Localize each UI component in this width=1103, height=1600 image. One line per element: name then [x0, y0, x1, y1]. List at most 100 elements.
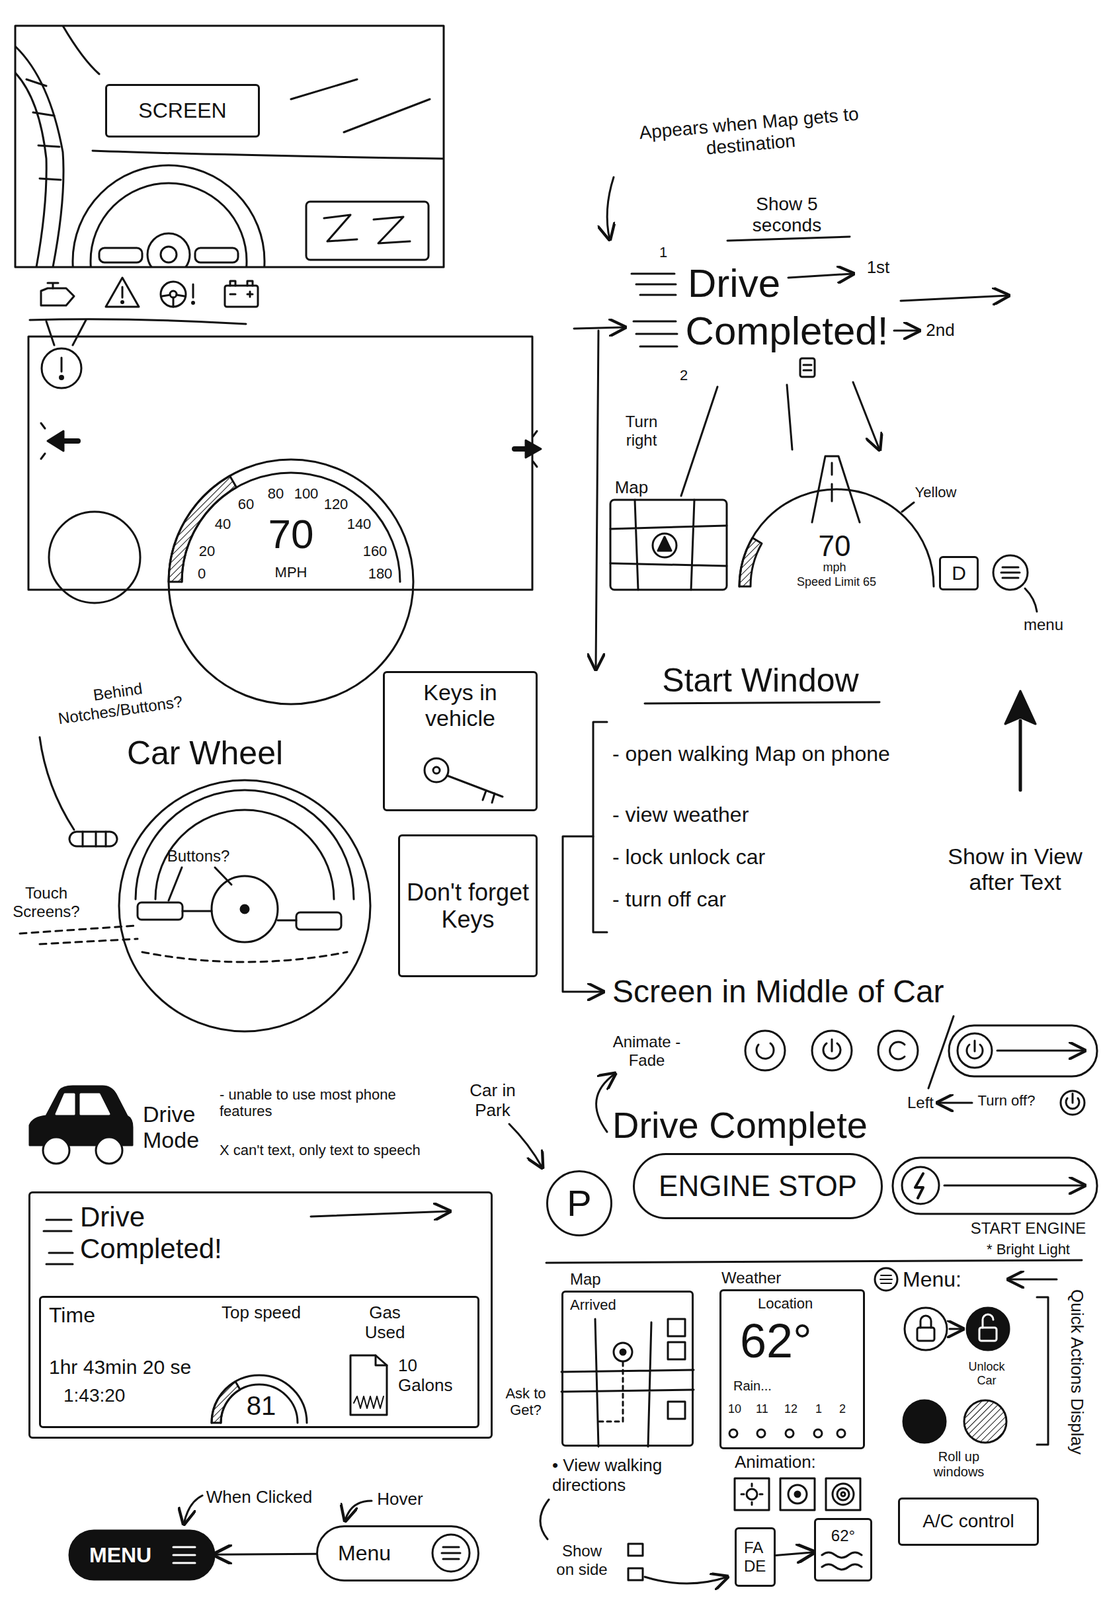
center-screen-sketch	[874, 1268, 898, 1291]
gauge-number: 160	[363, 542, 388, 560]
steering-wheel-sketch	[182, 911, 297, 921]
annotation-text: Drive Complete	[612, 1104, 868, 1147]
node-text: Top speed	[218, 1303, 305, 1324]
center-screen-sketch	[667, 1319, 686, 1337]
start-window-sketch	[1005, 691, 1036, 725]
instrument-cluster	[41, 348, 82, 389]
start-window-sketch	[878, 1030, 918, 1071]
car-interior-sketch	[15, 25, 444, 358]
drive-complete-flow-sketch	[831, 462, 834, 502]
center-screen-sketch	[814, 1429, 822, 1438]
start-window-sketch	[644, 702, 880, 704]
annotation-text: Animate - Fade	[607, 1032, 687, 1070]
steering-wheel-sketch	[240, 905, 249, 914]
warning-icons	[192, 302, 195, 305]
center-screen-sketch	[966, 1307, 1010, 1351]
car-interior-sketch	[90, 183, 247, 268]
node-text: Weather	[721, 1268, 781, 1288]
center-screen-sketch	[917, 1327, 935, 1342]
map-card: MapArrived	[561, 1290, 694, 1447]
center-screen-sketch	[620, 1349, 626, 1355]
drive-complete-flow-sketch	[631, 273, 676, 295]
annotation-text: 1st	[866, 257, 891, 278]
gauge-number: 180	[368, 565, 393, 582]
drive-complete-flow-sketch	[610, 499, 727, 590]
steering-wheel-sketch	[447, 775, 503, 803]
node-text: Don't forget Keys	[404, 878, 532, 934]
center-screen-sketch	[794, 1491, 801, 1498]
node-text: 1:43:20	[63, 1385, 125, 1407]
menu-button: Menu	[316, 1525, 480, 1582]
node-text: 12	[784, 1402, 798, 1417]
center-screen-sketch	[1036, 1297, 1049, 1445]
annotation-text: Hover	[376, 1489, 423, 1510]
car-interior-sketch	[92, 150, 444, 159]
annotation-text: Show on side	[552, 1542, 612, 1579]
steering-wheel-sketch	[137, 902, 183, 920]
start-window-sketch	[509, 1124, 543, 1168]
drive-mode-sketch	[95, 1137, 123, 1164]
node-text: Location	[757, 1295, 813, 1312]
steering-wheel-sketch	[135, 790, 354, 900]
screen-box: SCREEN	[105, 83, 260, 138]
drive-mode-sketch	[211, 1375, 307, 1424]
drive-complete-flow-sketch	[652, 533, 677, 558]
drive-complete-flow-sketch	[1024, 588, 1037, 612]
drive-complete-flow-sketch	[573, 327, 625, 329]
annotation-text: Map	[614, 478, 649, 498]
center-screen-sketch	[598, 1362, 623, 1422]
warning-icons	[29, 277, 258, 346]
drive-complete-flow-sketch	[657, 536, 672, 551]
node-text: 62°	[739, 1313, 813, 1369]
center-screen-sketch	[785, 1429, 794, 1438]
start-window-sketch	[596, 1073, 615, 1133]
center-screen-sketch	[628, 1544, 643, 1556]
instrument-cluster	[28, 336, 533, 590]
annotation-text: Drive	[687, 260, 781, 307]
start-window-sketch	[997, 1050, 1085, 1053]
drive-mode-sketch	[375, 1355, 387, 1366]
center-screen-sketch	[667, 1401, 686, 1420]
center-screen-sketch	[903, 1400, 946, 1443]
drive-complete-flow-sketch	[900, 295, 1009, 301]
center-screen-sketch	[920, 1315, 932, 1328]
drive-complete-flow-sketch	[993, 555, 1028, 590]
warning-icons	[162, 294, 185, 307]
drive-complete-flow-sketch	[610, 499, 727, 590]
steering-wheel-sketch	[433, 767, 440, 774]
gauge-number: 140	[347, 515, 372, 533]
start-window-sketch	[509, 330, 1098, 1264]
annotation-text: Animation:	[734, 1452, 817, 1473]
drive-mode-sketch	[56, 1094, 110, 1115]
center-screen-sketch	[667, 1342, 686, 1360]
steering-wheel-sketch	[82, 831, 106, 847]
reminder-box: Don't forget Keys	[398, 834, 538, 978]
center-screen-sketch	[540, 1268, 1057, 1584]
annotation-text: - view weather	[612, 802, 749, 828]
annotation-text: mph	[822, 560, 846, 575]
car-interior-sketch	[26, 79, 61, 180]
drive-complete-flow-sketch	[788, 273, 854, 278]
instrument-cluster	[47, 431, 64, 451]
stats-box: Time1hr 43min 20 se1:43:20Top speed81Gas…	[39, 1296, 480, 1429]
gauge-number: 70	[268, 510, 315, 558]
instrument-cluster	[40, 423, 45, 459]
annotation-text: Touch Screens?	[6, 884, 86, 921]
annotation-text: Screen in Middle of Car	[612, 973, 945, 1010]
car-interior-sketch	[343, 99, 430, 133]
annotation-text: When Clicked	[206, 1487, 313, 1508]
center-screen-sketch	[644, 1577, 728, 1584]
drive-complete-flow-sketch	[633, 321, 678, 347]
start-window-sketch	[892, 1157, 1098, 1215]
start-window-sketch	[756, 1043, 774, 1059]
drive-complete-flow-sketch	[607, 177, 614, 240]
center-screen-sketch	[979, 1327, 997, 1342]
warning-icons	[40, 288, 75, 306]
center-screen-sketch	[904, 1307, 947, 1351]
steering-wheel-sketch	[142, 952, 348, 963]
center-screen-sketch	[613, 1343, 633, 1362]
center-screen-sketch	[628, 1568, 643, 1581]
car-interior-sketch	[290, 79, 358, 100]
node-text: SCREEN	[138, 98, 227, 123]
drive-complete-flow-sketch	[739, 538, 762, 588]
